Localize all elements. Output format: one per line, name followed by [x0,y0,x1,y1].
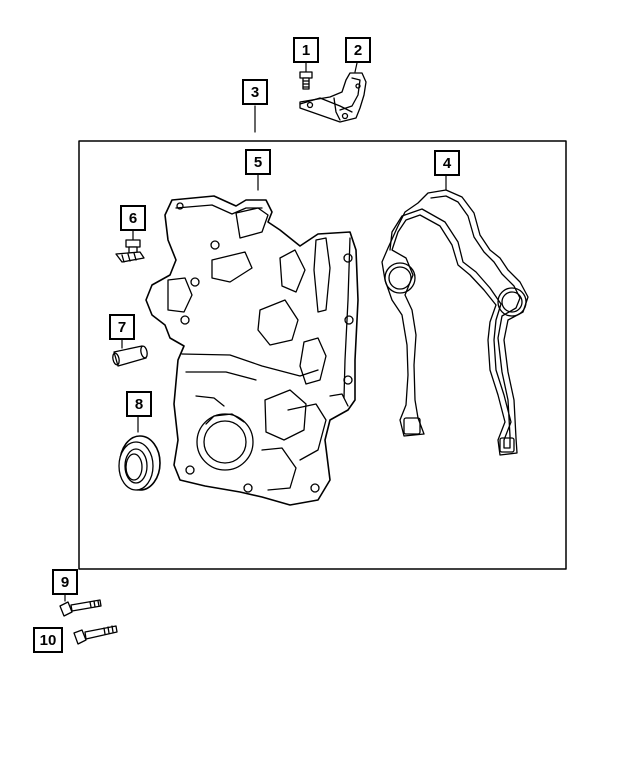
bracket-icon [299,72,367,123]
callout-7: 7 [109,314,135,340]
callout-2: 2 [345,37,371,63]
assembly-frame [78,140,567,570]
callout-3: 3 [242,79,268,105]
callout-9: 9 [52,569,78,595]
callout-1: 1 [293,37,319,63]
leader-lines [64,61,447,602]
dowel-pin-icon [112,345,148,367]
callout-5: 5 [245,149,271,175]
callout-10: 10 [33,627,63,653]
gasket-icon [381,189,529,456]
bolt-icon [299,71,313,90]
flange-bolt-icon [59,599,102,617]
callout-4: 4 [434,150,460,176]
callout-8: 8 [126,391,152,417]
oil-seal-icon [118,435,161,491]
flange-bolt-icon [73,625,118,645]
callout-6: 6 [120,205,146,231]
timing-cover-icon [145,195,359,506]
sensor-stud-icon [115,239,145,263]
